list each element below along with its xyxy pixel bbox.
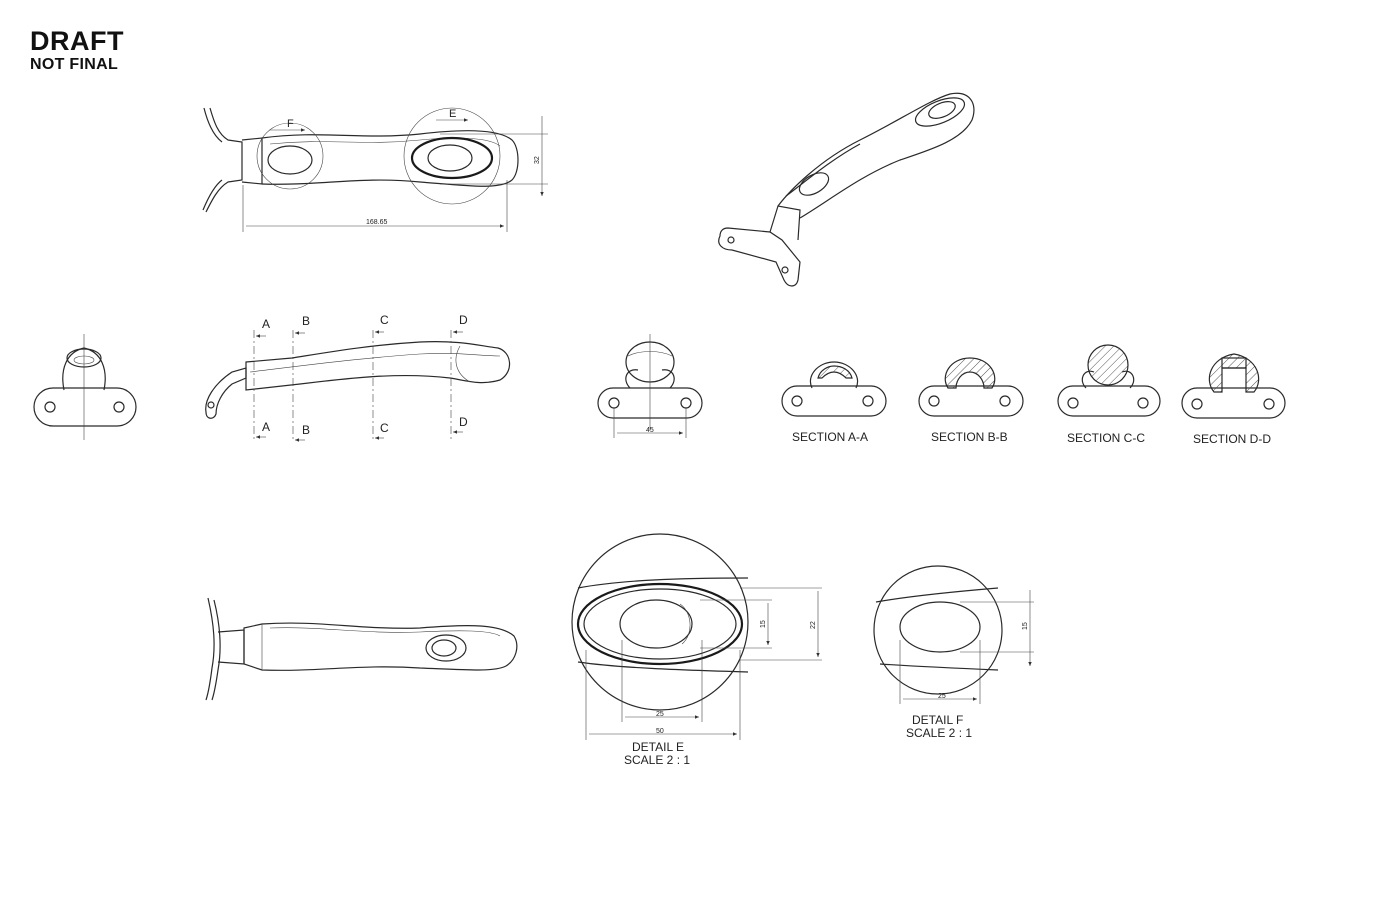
- section-a-label: SECTION A-A: [792, 430, 868, 444]
- dim-height: 32: [534, 156, 541, 164]
- end-view-left: [33, 334, 137, 440]
- cut-a-top: A: [262, 317, 270, 331]
- detail-f-title: DETAIL F: [912, 713, 963, 727]
- detail-f-circle: [256, 122, 324, 190]
- callout-f: F: [287, 118, 294, 130]
- detail-f: 25 15 DETAIL F SCALE 2 : 1: [873, 565, 1034, 740]
- section-b-b: SECTION B-B: [918, 357, 1024, 444]
- dim-front-width: 45: [646, 427, 654, 434]
- section-d-label: SECTION D-D: [1193, 432, 1271, 446]
- dim-detail-e-inner-height: 15: [760, 620, 767, 628]
- detail-e-circle: [403, 107, 501, 205]
- dim-length: 168.65: [366, 219, 388, 226]
- dim-detail-f-height: 15: [1022, 622, 1029, 630]
- cut-c-bottom: C: [380, 421, 389, 435]
- draft-subtitle: NOT FINAL: [30, 56, 119, 73]
- section-d-d: SECTION D-D: [1181, 353, 1286, 446]
- section-c-label: SECTION C-C: [1067, 431, 1145, 445]
- draft-title: DRAFT: [30, 26, 124, 56]
- cut-d-bottom: D: [459, 415, 468, 429]
- isometric-view: [718, 92, 975, 287]
- front-view: 45: [597, 334, 703, 438]
- cut-b-top: B: [302, 314, 310, 328]
- detail-e-title: DETAIL E: [632, 740, 684, 754]
- dim-detail-e-outer-width: 50: [656, 728, 664, 735]
- top-view: F E 168.65 32: [202, 107, 548, 232]
- dim-detail-e-inner-width: 25: [656, 711, 664, 718]
- cut-b-bottom: B: [302, 423, 310, 437]
- detail-e-scale: SCALE 2 : 1: [624, 753, 690, 767]
- callout-e: E: [449, 108, 456, 120]
- cut-c-top: C: [380, 313, 389, 327]
- draft-stamp: DRAFT NOT FINAL: [30, 26, 124, 74]
- cut-d-top: D: [459, 313, 468, 327]
- section-b-label: SECTION B-B: [931, 430, 1008, 444]
- side-view: A B C D A B C D: [205, 313, 511, 442]
- detail-e: 25 50 15 22 DETAIL E SCALE 2 : 1: [571, 533, 822, 767]
- dim-detail-f-width: 25: [938, 693, 946, 700]
- dim-detail-e-outer-height: 22: [810, 621, 817, 629]
- section-c-c: SECTION C-C: [1057, 344, 1161, 445]
- cut-a-bottom: A: [262, 420, 270, 434]
- section-a-a: SECTION A-A: [781, 361, 887, 444]
- detail-f-scale: SCALE 2 : 1: [906, 726, 972, 740]
- bottom-view: [205, 597, 518, 701]
